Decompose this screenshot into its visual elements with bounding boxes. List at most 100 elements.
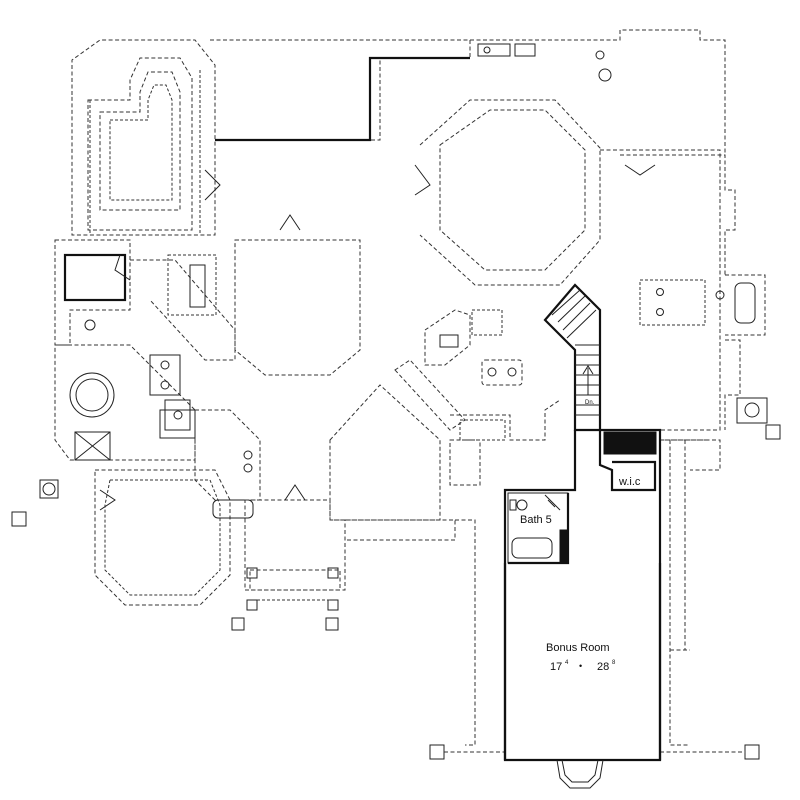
bath5-toilet [516,499,528,511]
left-cabinet [167,254,217,316]
garage-post-right [744,744,760,760]
porch-post-6 [325,617,339,631]
right-bath-sink-1 [656,288,664,296]
right-bath-wc [715,290,725,300]
pool-shape-inner-2 [109,84,173,201]
bonus-bay-window [556,759,604,789]
front-porch [244,499,346,591]
bonus-room-walls [503,563,662,762]
bonus-room-length-inches: 8 [612,660,616,666]
right-bath [639,279,706,326]
bottom-left-post [39,479,59,499]
left-diagonal-hall [130,259,236,361]
door-swing-6 [99,489,116,511]
top-counter [514,43,536,57]
porch-post-4 [327,599,339,611]
garage-right-wall [669,440,690,746]
porch-post-1 [246,567,258,579]
left-mid-closet [63,253,127,302]
bottom-left-post-circle [42,482,56,496]
top-lanai-wall [215,56,470,142]
stair-label: Dn. [585,400,595,406]
stair-arrow [582,365,594,395]
door-swing-2 [204,169,221,201]
bonus-room-dim-separator: • [579,661,582,671]
porch-post-3 [246,599,258,611]
top-lanai [210,39,471,141]
kitchen-table [481,359,523,386]
left-cabinet-inner [189,264,206,308]
left-tower-inner [89,70,201,235]
pool-shape-outer [87,57,193,231]
center-left-sink-1 [243,450,253,460]
bottom-left-bay [94,469,231,606]
left-shower-x [74,431,111,461]
left-edge-post [11,511,27,527]
center-left-bath [194,409,261,501]
top-sink-bowl [483,46,491,54]
center-hall-diagonal [394,359,466,431]
kitchen-table-chair-1 [487,367,497,377]
bath5-wall-post [559,529,569,564]
lower-level-outline [11,29,781,760]
left-vanity-sink-2 [160,380,170,390]
center-left-closet [159,409,196,439]
right-bath-sink-2 [656,308,664,316]
right-lower-wing [660,439,721,471]
closet-wall [598,430,657,492]
left-tub [69,372,115,418]
left-octagon [234,239,361,376]
center-left-tub [212,499,254,519]
porch-post-2 [327,567,339,579]
lower-center-room-bottom [345,519,456,541]
porch-post-5 [231,617,245,631]
door-swing-3 [279,214,301,231]
center-octagon-top [439,109,586,271]
left-tower-bay [71,39,216,236]
right-bay-lower [724,339,741,430]
bonus-room-label: Bonus Room [546,642,610,654]
garage-left-wall [455,519,476,746]
top-wc [598,68,612,82]
left-vanity [149,354,181,396]
door-swing-1 [414,164,431,196]
lower-center-room [329,384,441,521]
kitchen-island [424,309,471,366]
front-porch-steps [249,569,341,591]
left-shower [74,431,111,461]
garage-post-left [429,744,445,760]
top-wc-2 [595,50,605,60]
right-bay-upper [725,274,766,336]
kitchen-pantry [449,439,481,486]
bath5-label: Bath 5 [520,514,552,526]
left-master-bath [54,344,196,461]
upper-level: Dn. w.i.c Bath 5 Bonus Room 17 4 • 28 8 [503,283,662,789]
bonus-bay-window-inner [561,759,599,783]
right-wing-inner [620,154,736,275]
garage-right-wall-2 [670,440,690,651]
center-octagon-top-wall [419,99,601,286]
stair-wall-down [503,430,577,760]
right-tub [734,282,756,324]
kitchen-island-sink [439,334,459,348]
chimney-block [603,431,657,455]
bottom-left-bay-inner [104,479,221,596]
door-swing-4 [284,484,306,501]
door-swing-7 [114,254,131,281]
kitchen-lower-counter [459,419,506,441]
bonus-room-width-inches: 4 [565,660,569,666]
left-vanity-2-sink [173,410,183,420]
kitchen-table-chair-2 [507,367,517,377]
left-wc [84,319,96,331]
kitchen-counter [471,309,503,336]
pool-shape-inner [99,71,181,211]
bath5-tub [511,537,553,559]
right-post-1-circle [744,402,760,418]
door-swing-5 [624,164,656,176]
bath5-door [544,494,561,511]
bath5-tank [509,499,517,511]
closet-label: w.i.c [618,476,641,488]
left-tub-inner [75,378,109,412]
kitchen-lower [450,399,561,441]
